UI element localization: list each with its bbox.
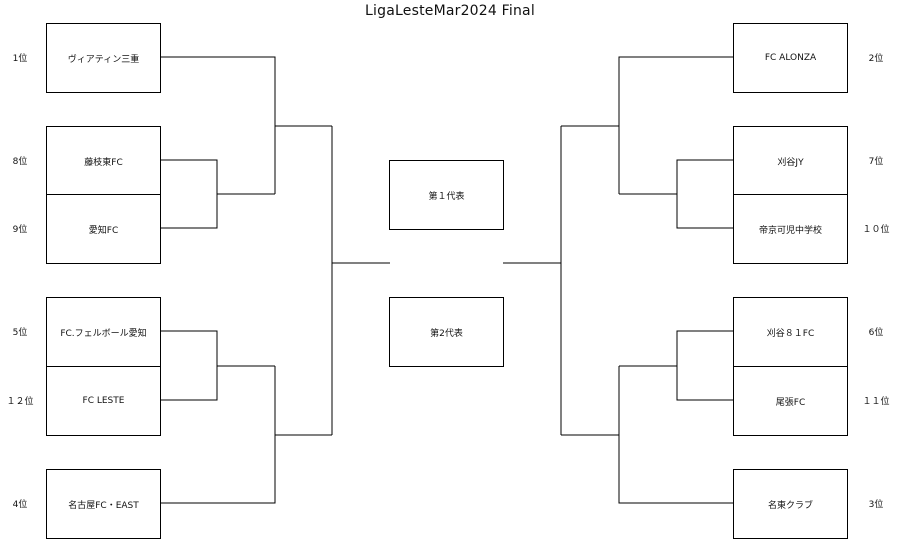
bracket-line-r-6-11 bbox=[676, 330, 733, 401]
team-name: 藤枝東FC bbox=[84, 157, 123, 168]
team-box-right: FC ALONZA bbox=[733, 23, 848, 93]
bracket-title: LigaLesteMar2024 Final bbox=[365, 3, 535, 19]
center-label: 第2代表 bbox=[430, 328, 463, 339]
team-name: FC LESTE bbox=[82, 396, 125, 406]
bracket-line-l-8-9 bbox=[160, 159, 218, 229]
center-box-second: 第2代表 bbox=[389, 297, 504, 367]
rank-label-right: １１位 bbox=[862, 397, 890, 407]
team-box-left: ヴィアティン三重 bbox=[46, 23, 161, 93]
team-box-left: 藤枝東FC bbox=[46, 126, 161, 196]
team-box-left: FC.フェルボール愛知 bbox=[46, 297, 161, 367]
team-box-right: 名東クラブ bbox=[733, 469, 848, 539]
team-box-left: 愛知FC bbox=[46, 194, 161, 264]
team-name: 名東クラブ bbox=[767, 500, 813, 511]
team-box-right: 尾張FC bbox=[733, 366, 848, 436]
rank-label-left: 9位 bbox=[12, 225, 28, 235]
team-box-right: 帝京可児中学校 bbox=[733, 194, 848, 264]
rank-label-right: 7位 bbox=[868, 157, 884, 167]
rank-label-left: 4位 bbox=[12, 500, 28, 510]
team-name: 尾張FC bbox=[775, 397, 806, 408]
rank-label-left: 5位 bbox=[12, 328, 28, 338]
team-box-left: 名古屋FC・EAST bbox=[46, 469, 161, 539]
team-box-right: 刈谷８１FC bbox=[733, 297, 848, 367]
rank-label-left: 1位 bbox=[12, 54, 28, 64]
team-name: FC ALONZA bbox=[764, 53, 817, 63]
center-label: 第１代表 bbox=[428, 191, 465, 202]
bracket-line-r-3 bbox=[618, 366, 733, 504]
team-name: 刈谷JY bbox=[777, 157, 804, 168]
team-name: 愛知FC bbox=[88, 225, 119, 236]
rank-label-right: １０位 bbox=[862, 225, 890, 235]
center-box-first: 第１代表 bbox=[389, 160, 504, 230]
bracket-line-r-7-10 bbox=[676, 159, 733, 229]
rank-label-right: 2位 bbox=[868, 54, 884, 64]
rank-label-left: １２位 bbox=[6, 397, 34, 407]
bracket-line-l-4 bbox=[160, 366, 276, 504]
team-name: 名古屋FC・EAST bbox=[68, 500, 139, 511]
team-name: FC.フェルボール愛知 bbox=[60, 328, 147, 339]
rank-label-right: 6位 bbox=[868, 328, 884, 338]
team-name: 帝京可児中学校 bbox=[758, 225, 822, 236]
rank-label-left: 8位 bbox=[12, 157, 28, 167]
bracket-line-r-2 bbox=[618, 56, 733, 194]
bracket-line-l-1 bbox=[160, 56, 276, 194]
team-box-right: 刈谷JY bbox=[733, 126, 848, 196]
bracket-line-l-5-12 bbox=[160, 330, 218, 401]
team-name: ヴィアティン三重 bbox=[67, 54, 140, 65]
team-name: 刈谷８１FC bbox=[766, 328, 815, 339]
team-box-left: FC LESTE bbox=[46, 366, 161, 436]
rank-label-right: 3位 bbox=[868, 500, 884, 510]
